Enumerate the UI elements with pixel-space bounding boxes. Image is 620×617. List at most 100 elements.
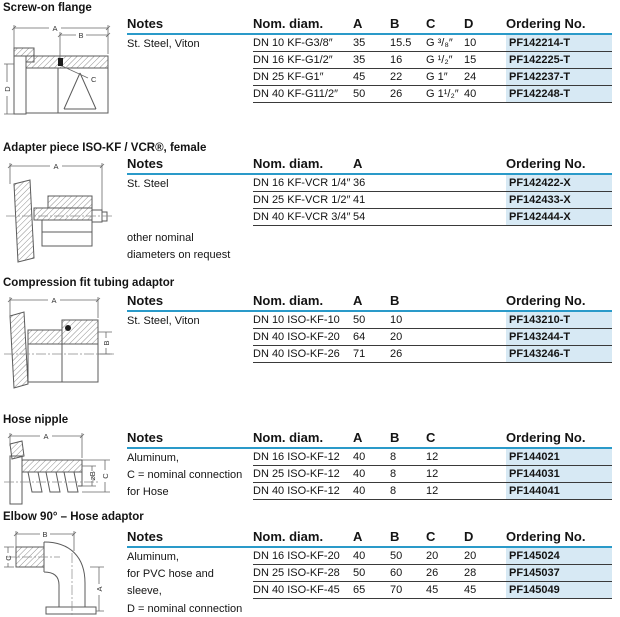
column-header-a: A	[353, 529, 363, 544]
c-cell: G ³/₈″	[426, 37, 453, 49]
column-header-nom: Nom. diam.	[253, 293, 324, 308]
dim-label-b: ⌀B	[88, 471, 97, 481]
column-header-note: Notes	[127, 156, 164, 171]
column-header-order: Ordering No.	[506, 16, 586, 31]
nom-cell: DN 40 ISO-KF-26	[253, 348, 340, 360]
hose-nipple-drawing: A ⌀B C	[2, 430, 120, 510]
d-cell: 24	[464, 71, 477, 83]
notes-cell: for Hose	[127, 485, 169, 498]
a-cell: 64	[353, 331, 366, 343]
column-header-order: Ordering No.	[506, 293, 586, 308]
ordering-no-cell: PF144031	[506, 466, 612, 482]
c-cell: G 1¹/₂″	[426, 88, 459, 100]
section-title: Compression fit tubing adaptor	[3, 277, 175, 289]
c-cell: 12	[426, 485, 439, 497]
nom-cell: DN 40 KF-VCR 3/4″	[253, 211, 351, 223]
a-cell: 40	[353, 485, 366, 497]
notes-cell	[127, 346, 253, 363]
ordering-no-cell: PF142237-T	[506, 69, 612, 85]
ordering-no-cell: PF142225-T	[506, 52, 612, 68]
column-header-b: B	[390, 529, 400, 544]
notes-cell: C = nominal connection	[127, 468, 243, 481]
ordering-no-cell: PF143210-T	[506, 312, 612, 328]
column-header-note: Notes	[127, 430, 164, 445]
d-cell: 10	[464, 37, 477, 49]
column-header-order: Ordering No.	[506, 156, 586, 171]
ordering-no-cell: PF142422-X	[506, 175, 612, 191]
section-title: Adapter piece ISO-KF / VCR®, female	[3, 142, 207, 154]
b-cell: 20	[390, 331, 403, 343]
column-header-b: B	[390, 16, 400, 31]
notes-cell	[127, 52, 253, 69]
elbow-hose-adaptor-drawing: B C A	[2, 527, 120, 617]
column-header-c: C	[426, 16, 436, 31]
notes-cell: St. Steel, Viton	[127, 314, 200, 327]
b-cell: 26	[390, 88, 403, 100]
d-cell: 45	[464, 584, 477, 596]
dim-label-c: C	[91, 75, 97, 84]
c-cell: 26	[426, 567, 439, 579]
notes-cell	[127, 209, 253, 226]
notes-cell: Aluminum,	[127, 451, 179, 464]
column-header-d: D	[464, 16, 474, 31]
notes-cell	[127, 69, 253, 86]
notes-cell	[127, 329, 253, 346]
a-cell: 40	[353, 468, 366, 480]
dim-label-b: B	[102, 340, 111, 345]
ordering-no-cell: PF145024	[506, 548, 612, 564]
compression-fit-drawing: A B	[2, 292, 120, 392]
b-cell: 70	[390, 584, 403, 596]
b-cell: 8	[390, 485, 397, 497]
nom-cell: DN 10 ISO-KF-10	[253, 314, 340, 326]
c-cell: G ¹/₂″	[426, 54, 453, 66]
a-cell: 45	[353, 71, 366, 83]
ordering-no-cell: PF142433-X	[506, 192, 612, 208]
column-header-a: A	[353, 293, 363, 308]
column-header-d: D	[464, 529, 474, 544]
dim-label-a: A	[53, 162, 58, 171]
nom-cell: DN 40 KF-G11/2″	[253, 88, 338, 100]
nom-cell: DN 40 ISO-KF-20	[253, 331, 340, 343]
b-cell: 22	[390, 71, 403, 83]
column-header-nom: Nom. diam.	[253, 430, 324, 445]
notes-cell: for PVC hose and	[127, 567, 214, 580]
c-cell: 12	[426, 468, 439, 480]
c-cell: 12	[426, 451, 439, 463]
nom-cell: DN 10 KF-G3/8″	[253, 37, 333, 49]
technical-drawing: A	[6, 161, 114, 263]
ordering-no-cell: PF144041	[506, 483, 612, 499]
a-cell: 35	[353, 37, 366, 49]
dim-label-b: B	[78, 31, 83, 40]
ordering-no-cell: PF143244-T	[506, 329, 612, 345]
a-cell: 40	[353, 550, 366, 562]
table-footnotes: D = nominal connection	[127, 600, 242, 617]
ordering-no-cell: PF142214-T	[506, 35, 612, 51]
